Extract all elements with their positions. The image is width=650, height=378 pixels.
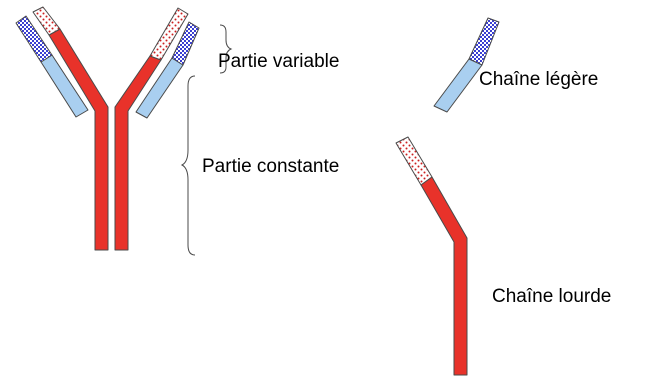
right-heavy-chain-variable xyxy=(149,7,189,61)
left-heavy-chain-constant xyxy=(48,28,109,251)
label-variable-part: Partie variable xyxy=(218,51,340,72)
brace-variable xyxy=(219,24,233,74)
left-heavy-chain-variable xyxy=(32,6,61,36)
antibody xyxy=(15,6,200,251)
label-light-chain: Chaîne légère xyxy=(479,69,599,90)
label-constant-part: Partie constante xyxy=(202,156,340,177)
brace-constant xyxy=(180,75,196,256)
light-chain-constant xyxy=(433,58,483,113)
isolated-heavy-chain xyxy=(395,136,468,376)
left-light-chain-variable xyxy=(15,15,53,63)
isolated-light-chain xyxy=(433,17,500,113)
heavy-chain-constant xyxy=(420,176,468,376)
heavy-chain-variable xyxy=(395,136,433,186)
right-light-chain-variable xyxy=(171,21,200,66)
light-chain-variable xyxy=(468,17,500,66)
label-heavy-chain: Chaîne lourde xyxy=(492,286,612,307)
